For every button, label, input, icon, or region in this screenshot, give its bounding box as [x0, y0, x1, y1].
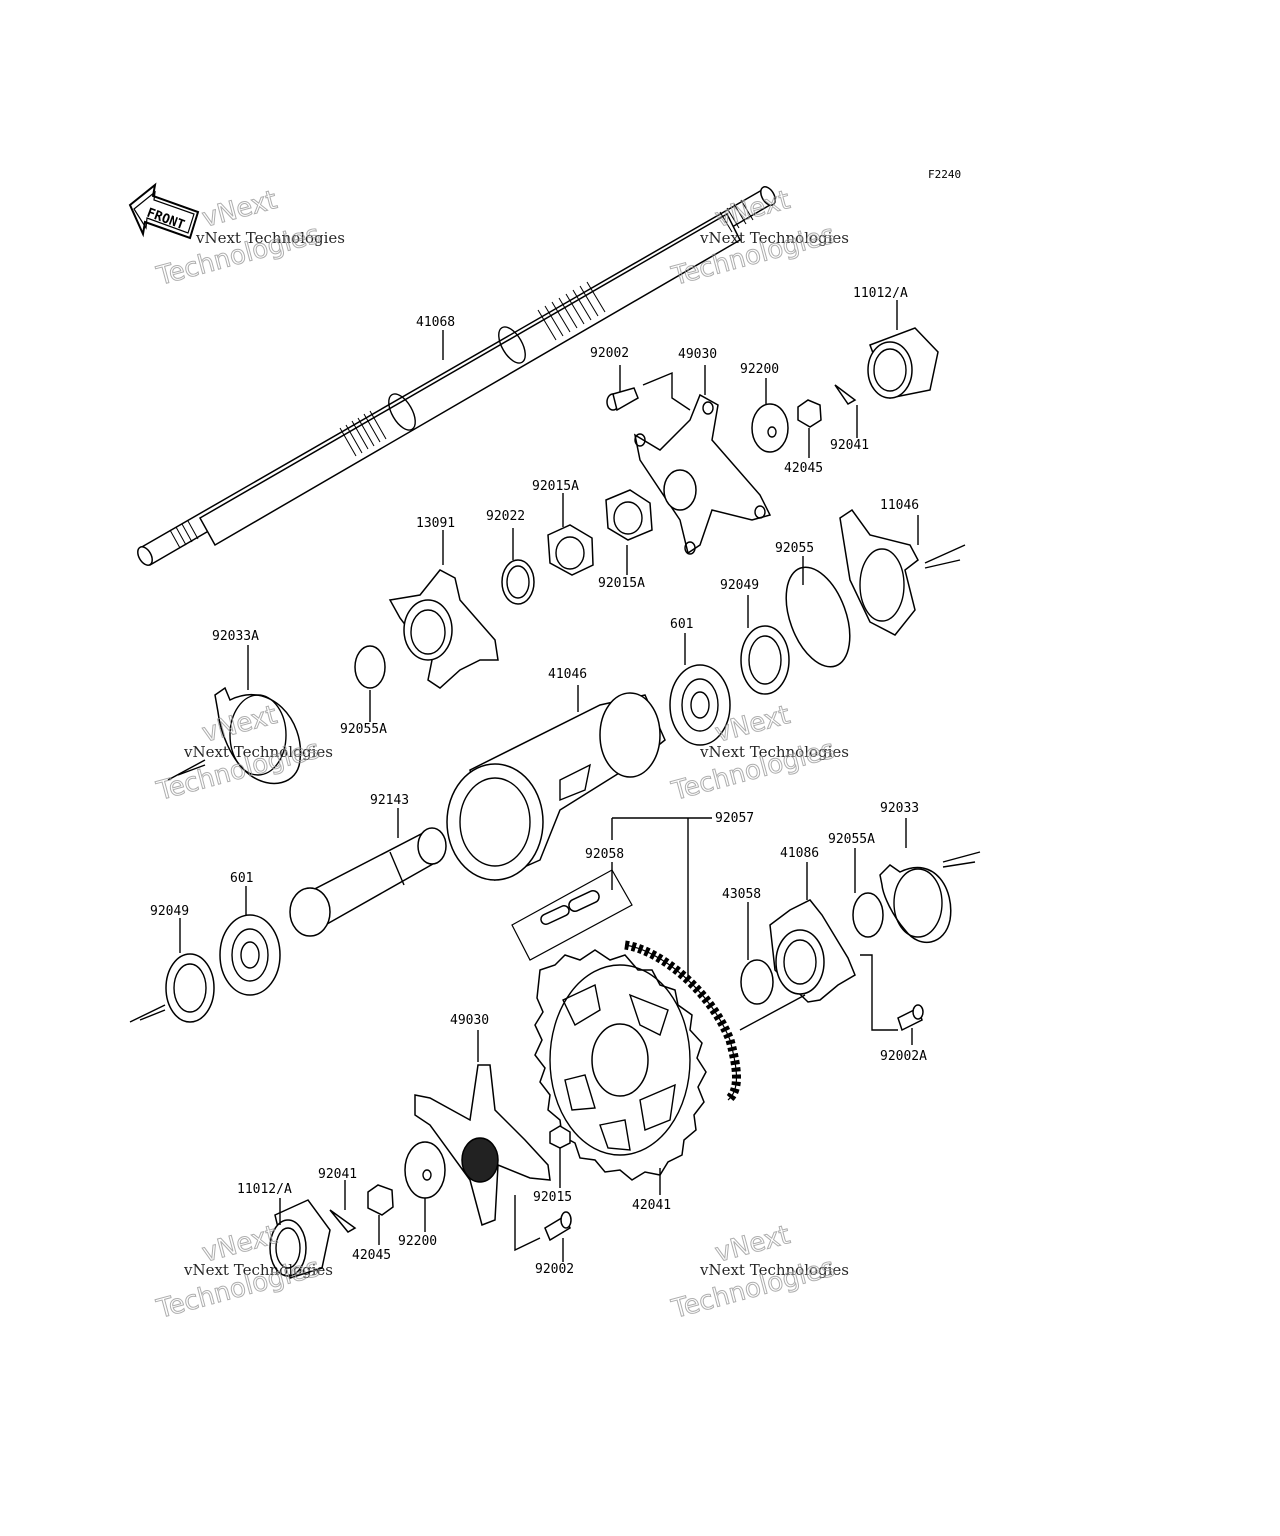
- sprocket-42041: [534, 949, 707, 1181]
- label-601-bottom: 601: [230, 871, 253, 886]
- watermark-3: vNext Technologies vNext Technologies: [153, 700, 333, 808]
- nut-92015: [549, 1125, 571, 1149]
- watermark-1: vNext Technologies vNext Technologies: [153, 185, 345, 293]
- label-13091: 13091: [416, 516, 455, 531]
- seal-92049-top: [740, 625, 790, 695]
- spacer-92143: [289, 827, 447, 937]
- carrier-housing-41046: [446, 692, 666, 882]
- cap-11012a-top: [867, 327, 939, 399]
- seal-92049-bottom: [165, 953, 215, 1023]
- label-92041-top: 92041: [830, 438, 869, 453]
- bracket-11046: [839, 508, 919, 636]
- cap-11012a-bottom: [269, 1199, 331, 1279]
- washer-bottom: [404, 1141, 446, 1199]
- label-92022: 92022: [486, 509, 525, 524]
- svg-text:vNext Technologies: vNext Technologies: [699, 743, 849, 761]
- svg-text:vNext Technologies: vNext Technologies: [195, 229, 345, 247]
- svg-text:vNext Technologies: vNext Technologies: [699, 1261, 849, 1279]
- hub-flange-41086: [769, 899, 856, 1003]
- castle-nut-top: [797, 399, 822, 428]
- label-42045-top: 42045: [784, 461, 823, 476]
- label-92057: 92057: [715, 811, 754, 826]
- svg-text:vNext Technologies: vNext Technologies: [183, 743, 333, 761]
- drive-chain-92057: [624, 940, 741, 1104]
- ring-43058: [740, 959, 774, 1005]
- oring-92055a-left: [354, 645, 386, 689]
- oring-92055a-right: [852, 892, 884, 938]
- label-92055: 92055: [775, 541, 814, 556]
- nut-92015a-left: [547, 524, 594, 576]
- bearing-601-bottom: [219, 914, 281, 996]
- chain-link-kit-92058: [511, 869, 633, 961]
- label-92200-bottom: 92200: [398, 1234, 437, 1249]
- castle-nut-bottom: [367, 1184, 394, 1216]
- svg-text:vNext: vNext: [199, 185, 280, 234]
- label-92049-bottom: 92049: [150, 904, 189, 919]
- label-92143: 92143: [370, 793, 409, 808]
- label-92200-top: 92200: [740, 362, 779, 377]
- nut-92015a-right: [605, 489, 653, 541]
- oring-92055: [785, 566, 851, 668]
- washer-top: [751, 403, 789, 453]
- label-92015: 92015: [533, 1190, 572, 1205]
- svg-text:vNext Technologies: vNext Technologies: [183, 1261, 333, 1279]
- label-92058: 92058: [585, 847, 624, 862]
- flange-13091: [388, 569, 499, 689]
- bolt-bottom: [544, 1211, 572, 1242]
- label-92033a: 92033A: [212, 629, 259, 644]
- cotter-pin-top: [834, 384, 857, 405]
- hub-carrier-bottom: [414, 1064, 551, 1226]
- bolt-top: [606, 387, 639, 412]
- label-11012a-bottom: 11012/A: [237, 1182, 292, 1197]
- label-11046: 11046: [880, 498, 919, 513]
- label-92055a-right: 92055A: [828, 832, 875, 847]
- label-41046: 41046: [548, 667, 587, 682]
- label-92041-bottom: 92041: [318, 1167, 357, 1182]
- label-601-top: 601: [670, 617, 693, 632]
- label-11012a-top: 11012/A: [853, 286, 908, 301]
- watermark-6: vNext Technologies vNext Technologies: [668, 1220, 849, 1326]
- hub-carrier-top: [633, 393, 772, 555]
- label-92015a-2: 92015A: [598, 576, 645, 591]
- label-92002a: 92002A: [880, 1049, 927, 1064]
- label-42045-bottom: 42045: [352, 1248, 391, 1263]
- svg-text:vNext Technologies: vNext Technologies: [699, 229, 849, 247]
- bearing-601-top: [669, 664, 731, 746]
- label-41068: 41068: [416, 315, 455, 330]
- label-42041: 42041: [632, 1198, 671, 1213]
- label-43058: 43058: [722, 887, 761, 902]
- label-92049-top: 92049: [720, 578, 759, 593]
- snap-ring-92033: [879, 864, 952, 944]
- svg-text:vNext: vNext: [712, 185, 793, 234]
- label-49030-bottom: 49030: [450, 1013, 489, 1028]
- label-92002-bottom: 92002: [535, 1262, 574, 1277]
- axle-shaft: [137, 186, 776, 567]
- snap-ring-92033a: [214, 686, 302, 785]
- label-41086: 41086: [780, 846, 819, 861]
- figure-code: F2240: [928, 168, 961, 181]
- bolt-92002a: [897, 1004, 924, 1032]
- label-92015a-1: 92015A: [532, 479, 579, 494]
- label-92002-top: 92002: [590, 346, 629, 361]
- front-arrow-icon: FRONT: [128, 182, 200, 240]
- label-49030-top: 49030: [678, 347, 717, 362]
- label-92033: 92033: [880, 801, 919, 816]
- ring-92022: [501, 559, 535, 605]
- cotter-pin-bottom: [329, 1209, 357, 1233]
- label-92055a-left: 92055A: [340, 722, 387, 737]
